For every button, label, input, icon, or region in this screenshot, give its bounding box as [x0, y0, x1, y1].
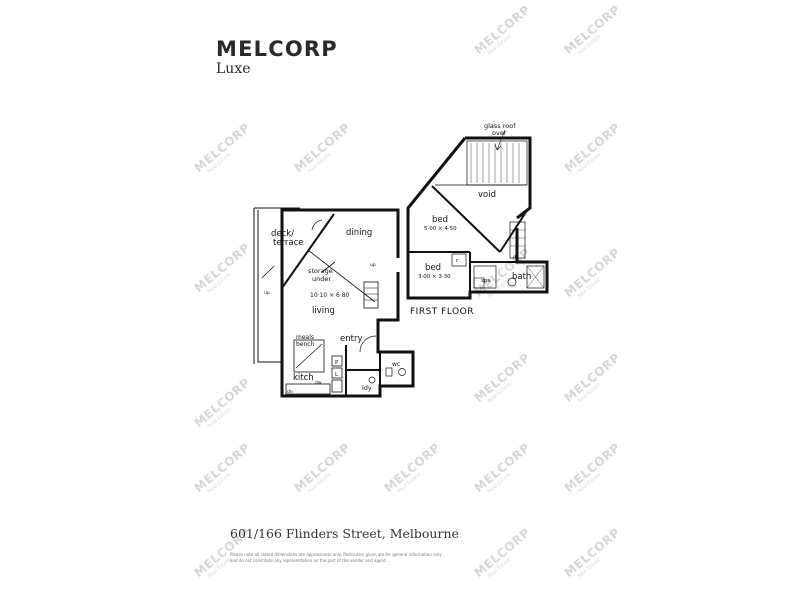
- storage-label: storage: [308, 267, 333, 275]
- linen: [331, 367, 343, 379]
- ground-floor: [253, 207, 415, 398]
- bed-2-dims: 3·00 × 3·30: [418, 274, 451, 280]
- room-label-bed-1: bed: [432, 215, 448, 225]
- room-label-terrace: terrace: [273, 238, 304, 248]
- brand-name: MELCORP: [216, 37, 338, 61]
- void-diagonal-2: [499, 211, 527, 253]
- linen-2: [331, 379, 343, 393]
- living-dims: 10·10 × 6·80: [310, 292, 350, 299]
- pantry: [331, 355, 343, 367]
- basin: [507, 277, 517, 287]
- glass-roof: [466, 140, 528, 186]
- glass-roof-label-2: over: [492, 129, 507, 137]
- meals-label: meals: [296, 334, 314, 341]
- pantry-label: P: [335, 360, 339, 366]
- storage-line: [321, 261, 336, 273]
- room-label-wc: wc: [392, 361, 400, 368]
- linen-label: L: [335, 372, 339, 378]
- kitchen-counter: [285, 383, 331, 395]
- deck-step: [261, 265, 275, 279]
- room-label-dining: dining: [346, 228, 372, 238]
- first-floor: [406, 129, 549, 300]
- storage-label-2: under: [312, 275, 331, 283]
- spa: [473, 265, 497, 289]
- brand-sub: Luxe: [216, 61, 251, 77]
- toilet: [398, 368, 406, 376]
- shower: [473, 277, 485, 289]
- bath-tub: [526, 265, 545, 289]
- bath-tub-x2: [526, 265, 545, 289]
- deck-outline: [257, 210, 282, 363]
- void-diagonal: [431, 185, 501, 253]
- brand-logo: MELCORP Luxe: [216, 38, 338, 77]
- ground-stair: [363, 281, 379, 309]
- glass-roof-hatch: [470, 143, 520, 183]
- ground-labels: deck/ terrace dining storage under 10·10…: [264, 228, 400, 395]
- spa-label: spa: [481, 278, 491, 284]
- wc-basin: [385, 367, 393, 377]
- first-outer-wall: [406, 136, 549, 300]
- bench-label: bench: [296, 341, 315, 348]
- ground-outer-wall: [280, 208, 415, 398]
- first-labels: glass roof over void bed 5·00 × 4·50 bed…: [410, 122, 531, 317]
- laundry-trough: [368, 376, 376, 384]
- robe-label: r: [456, 258, 459, 264]
- dn-label: dn: [287, 389, 293, 395]
- room-label-bed-2: bed: [425, 263, 441, 273]
- dn-label-first: dn: [513, 254, 519, 260]
- room-label-void: void: [478, 190, 496, 200]
- first-stair: [509, 221, 526, 259]
- meals-bench: [293, 339, 325, 373]
- entry-door-swing: [359, 335, 377, 353]
- first-floor-label: FIRST FLOOR: [410, 307, 474, 317]
- room-label-kitchen: kitch: [293, 373, 314, 383]
- property-address: 601/166 Flinders Street, Melbourne: [230, 526, 459, 541]
- room-label-deck: deck/: [271, 229, 294, 239]
- diagonal-wall: [281, 213, 335, 289]
- room-label-living: living: [312, 306, 335, 316]
- dw-label: dw: [315, 380, 322, 386]
- door-swing: [311, 219, 323, 231]
- disclaimer: Please note all stated dimensions are ap…: [230, 552, 442, 563]
- room-label-bath: bath: [512, 272, 531, 282]
- robe: [451, 253, 467, 267]
- glass-roof-label: glass roof: [484, 122, 516, 130]
- glass-roof-arrow: [494, 129, 506, 151]
- up-label-2: up: [370, 263, 376, 268]
- room-label-entry: entry: [340, 334, 362, 344]
- bed-1-dims: 5·00 × 4·50: [424, 226, 457, 232]
- up-label: up: [264, 291, 270, 296]
- bench-diagonal: [295, 343, 323, 369]
- room-label-laundry: ldy: [362, 384, 372, 392]
